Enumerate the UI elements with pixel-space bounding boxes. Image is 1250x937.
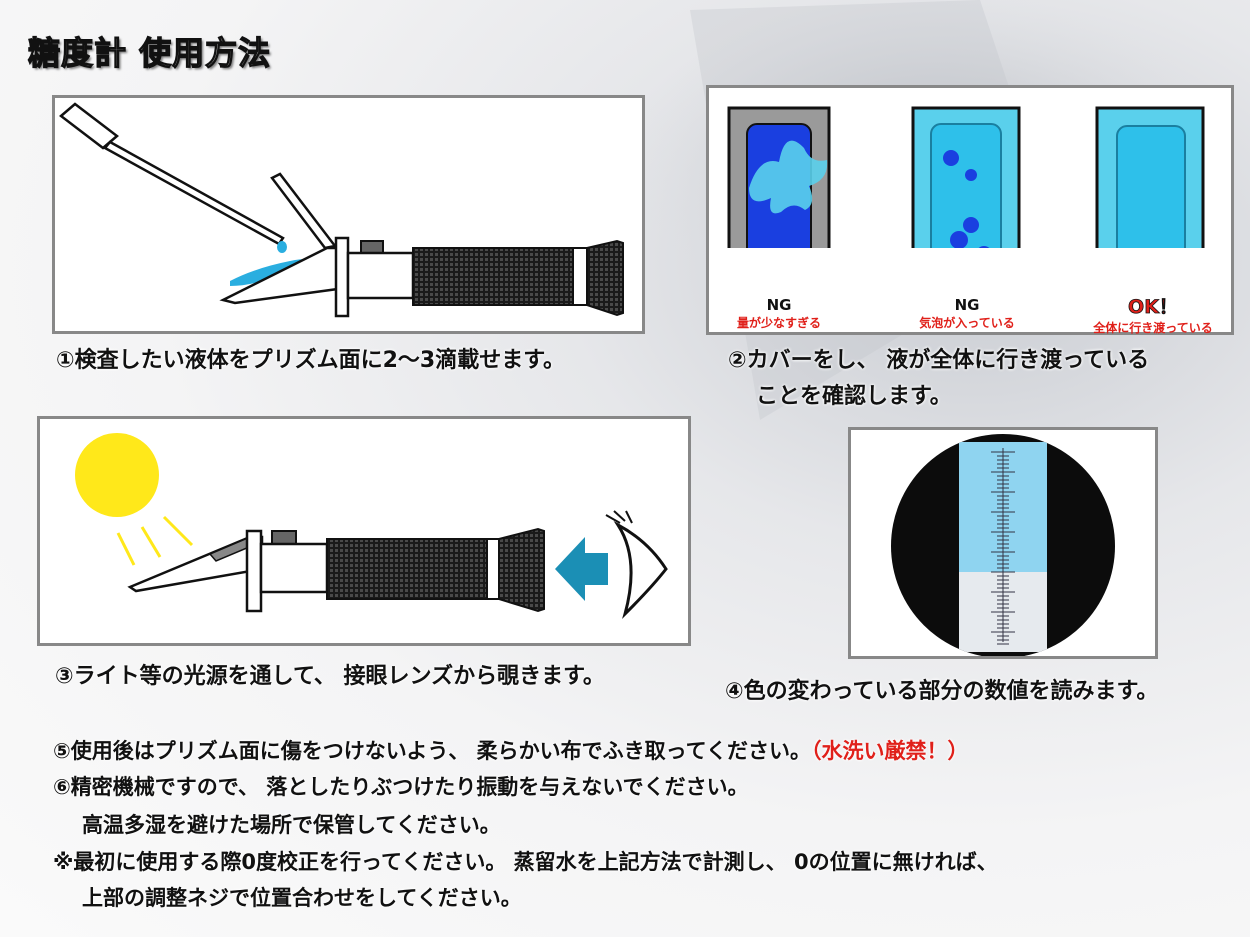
viewing-illustration	[75, 433, 668, 620]
step3-panel	[37, 416, 691, 646]
step1-panel	[52, 95, 645, 334]
ng-insufficient-icon	[727, 106, 831, 248]
check-item-2: NG 気泡が入っている	[899, 296, 1035, 331]
check-reason-3: 全体に行き渡っている	[1093, 321, 1213, 335]
sun-icon	[75, 433, 194, 566]
check-reason-2: 気泡が入っている	[919, 316, 1015, 330]
step2-panel: NG 量が少なすぎる NG 気泡が入っている OK！ 全体に行き渡っている	[706, 85, 1234, 335]
refractometer-icon	[59, 102, 624, 318]
step2-caption-line2: ことを確認します。	[756, 384, 952, 409]
note-6-line2: 高温多湿を避けた場所で保管してください。	[82, 813, 501, 837]
note-6-line1: ⑥精密機械ですので、 落としたりぶつけたり振動を与えないでください。	[53, 775, 749, 799]
ng-bubbles-icon	[911, 106, 1021, 248]
check-status-3: OK！	[1128, 296, 1179, 319]
ok-full-icon	[1095, 106, 1205, 248]
check-item-3: OK！ 全体に行き渡っている	[1075, 292, 1231, 336]
step3-caption: ③ライト等の光源を通して、 接眼レンズから覗きます。	[55, 664, 605, 689]
prism-check-illustration	[727, 106, 1205, 248]
eye-icon	[605, 510, 668, 620]
check-reason-1: 量が少なすぎる	[736, 316, 821, 330]
step4-panel	[848, 427, 1158, 659]
check-status-1: NG	[766, 296, 792, 314]
note-5-text: ⑤使用後はプリズム面に傷をつけないよう、 柔らかい布でふき取ってください。	[53, 739, 811, 763]
page-title: 糖度計 使用方法	[27, 33, 272, 72]
note-5: ⑤使用後はプリズム面に傷をつけないよう、 柔らかい布でふき取ってください。（水洗…	[53, 735, 969, 765]
step1-caption: ①検査したい液体をプリズム面に2～3滴載せます。	[56, 348, 566, 373]
step2-caption-line1: ②カバーをし、 液が全体に行き渡っている	[728, 348, 1150, 373]
check-status-2: NG	[954, 296, 980, 314]
check-item-1: NG 量が少なすぎる	[719, 296, 839, 331]
step4-caption: ④色の変わっている部分の数値を読みます。	[725, 679, 1159, 704]
scale-view-icon	[891, 434, 1115, 656]
dropper-icon	[59, 102, 287, 253]
arrow-icon	[555, 537, 608, 601]
note-7-line2: 上部の調整ネジで位置合わせをしてください。	[82, 886, 522, 910]
note-7-line1: ※最初に使用する際0度校正を行ってください。 蒸留水を上記方法で計測し、 0の位…	[53, 850, 998, 874]
note-5-warning: （水洗い厳禁！）	[811, 739, 969, 763]
